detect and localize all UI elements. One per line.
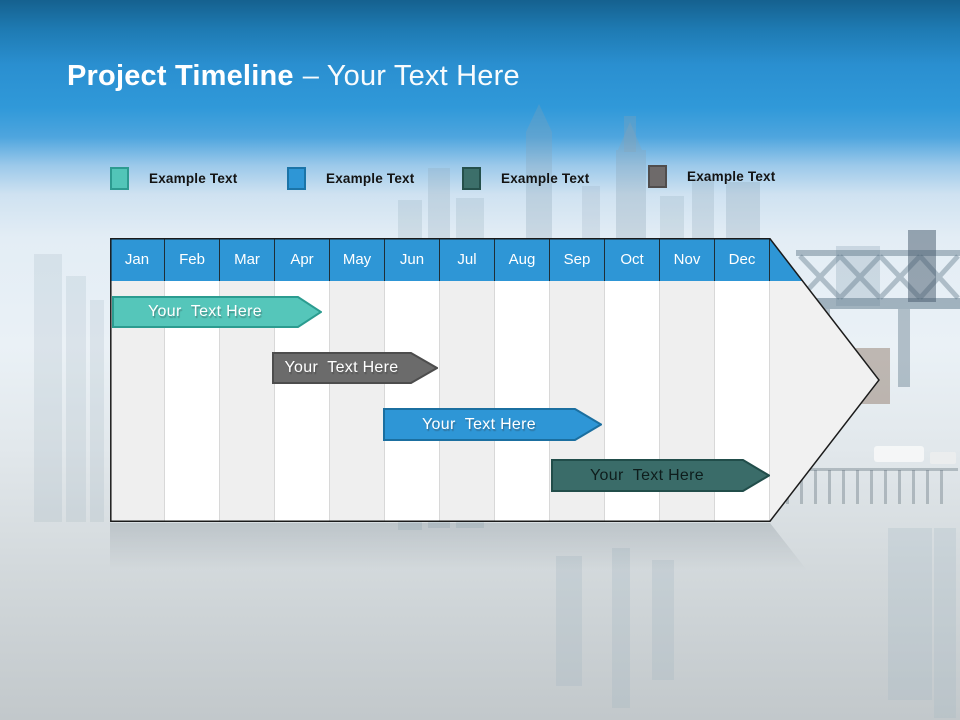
month-cell: Oct <box>605 238 660 281</box>
bar-label: Your Text Here <box>284 359 399 376</box>
grid-column <box>385 281 440 521</box>
month-cell: Aug <box>495 238 550 281</box>
month-cell: Dec <box>715 238 770 281</box>
month-cell: Mar <box>220 238 275 281</box>
timeline-bar: Your Text Here <box>383 408 602 441</box>
legend-swatch <box>648 165 667 188</box>
legend-swatch <box>110 167 129 190</box>
grid-column <box>330 281 385 521</box>
legend-item: Example Text <box>462 167 589 190</box>
legend-item: Example Text <box>110 167 237 190</box>
month-cell: Nov <box>660 238 715 281</box>
legend-label: Example Text <box>149 171 238 186</box>
title-main: Project Timeline <box>67 60 294 92</box>
legend-label: Example Text <box>501 171 590 186</box>
legend-label: Example Text <box>687 169 776 184</box>
timeline-bar: Your Text Here <box>272 352 438 384</box>
month-cell: Apr <box>275 238 330 281</box>
grid-column <box>495 281 550 521</box>
month-cell: Jun <box>385 238 440 281</box>
month-cell: Jan <box>110 238 165 281</box>
legend-item: Example Text <box>648 165 775 188</box>
legend-swatch <box>287 167 306 190</box>
month-cell: Sep <box>550 238 605 281</box>
month-cell: Feb <box>165 238 220 281</box>
slide-title: Project Timeline– Your Text Here <box>67 60 520 93</box>
grid-column <box>440 281 495 521</box>
legend-swatch <box>462 167 481 190</box>
bar-label: Your Text Here <box>148 303 262 320</box>
timeline-reflection <box>110 523 813 578</box>
month-cell: May <box>330 238 385 281</box>
bar-label: Your Text Here <box>590 466 704 484</box>
bar-label: Your Text Here <box>422 415 536 433</box>
timeline-bar: Your Text Here <box>551 459 770 492</box>
legend-label: Example Text <box>326 171 415 186</box>
month-cell: Jul <box>440 238 495 281</box>
legend-item: Example Text <box>287 167 414 190</box>
title-subtitle: – Your Text Here <box>302 60 520 92</box>
timeline-bar: Your Text Here <box>112 296 322 328</box>
